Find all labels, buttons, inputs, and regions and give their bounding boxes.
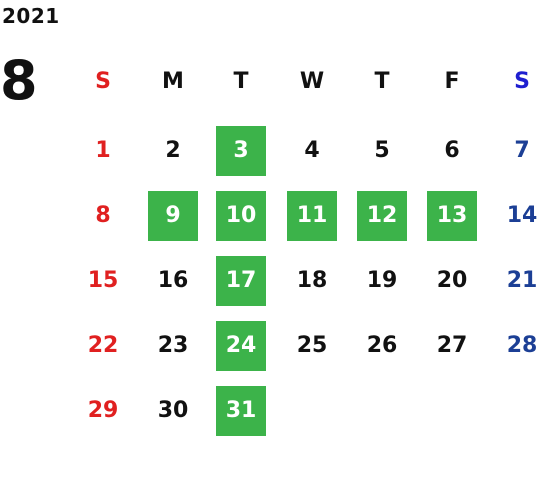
weekday-header-wednesday: W bbox=[299, 69, 325, 94]
calendar-day-6[interactable]: 6 bbox=[444, 138, 460, 163]
calendar-day-24[interactable]: 24 bbox=[216, 321, 266, 371]
calendar-day-27[interactable]: 27 bbox=[436, 333, 468, 358]
calendar-day-12[interactable]: 12 bbox=[357, 191, 407, 241]
calendar-day-11[interactable]: 11 bbox=[287, 191, 337, 241]
calendar-day-30[interactable]: 30 bbox=[157, 398, 189, 423]
calendar-day-25[interactable]: 25 bbox=[296, 333, 328, 358]
calendar-month: 8 bbox=[0, 49, 38, 112]
calendar-day-2[interactable]: 2 bbox=[165, 138, 181, 163]
weekday-header-thursday: T bbox=[374, 69, 390, 94]
calendar-day-17[interactable]: 17 bbox=[216, 256, 266, 306]
calendar-day-20[interactable]: 20 bbox=[436, 268, 468, 293]
weekday-header-monday: M bbox=[162, 69, 184, 94]
calendar-day-8[interactable]: 8 bbox=[95, 203, 111, 228]
weekday-header-sunday: S bbox=[95, 69, 111, 94]
calendar-day-15[interactable]: 15 bbox=[87, 268, 119, 293]
calendar-day-4[interactable]: 4 bbox=[304, 138, 320, 163]
weekday-header-friday: F bbox=[444, 69, 460, 94]
calendar-day-22[interactable]: 22 bbox=[87, 333, 119, 358]
calendar-day-13[interactable]: 13 bbox=[427, 191, 477, 241]
calendar-day-26[interactable]: 26 bbox=[366, 333, 398, 358]
calendar-day-14[interactable]: 14 bbox=[506, 203, 538, 228]
calendar-day-10[interactable]: 10 bbox=[216, 191, 266, 241]
weekday-header-saturday: S bbox=[514, 69, 530, 94]
calendar-day-31[interactable]: 31 bbox=[216, 386, 266, 436]
calendar-day-18[interactable]: 18 bbox=[296, 268, 328, 293]
calendar-day-21[interactable]: 21 bbox=[506, 268, 538, 293]
weekday-header-tuesday: T bbox=[233, 69, 249, 94]
calendar-day-9[interactable]: 9 bbox=[148, 191, 198, 241]
calendar-day-23[interactable]: 23 bbox=[157, 333, 189, 358]
calendar-year: 2021 bbox=[2, 4, 60, 28]
calendar-day-28[interactable]: 28 bbox=[506, 333, 538, 358]
calendar-day-7[interactable]: 7 bbox=[514, 138, 530, 163]
calendar-day-29[interactable]: 29 bbox=[87, 398, 119, 423]
calendar-day-3[interactable]: 3 bbox=[216, 126, 266, 176]
calendar-day-16[interactable]: 16 bbox=[157, 268, 189, 293]
calendar-day-5[interactable]: 5 bbox=[374, 138, 390, 163]
calendar-day-1[interactable]: 1 bbox=[95, 138, 111, 163]
calendar-day-19[interactable]: 19 bbox=[366, 268, 398, 293]
